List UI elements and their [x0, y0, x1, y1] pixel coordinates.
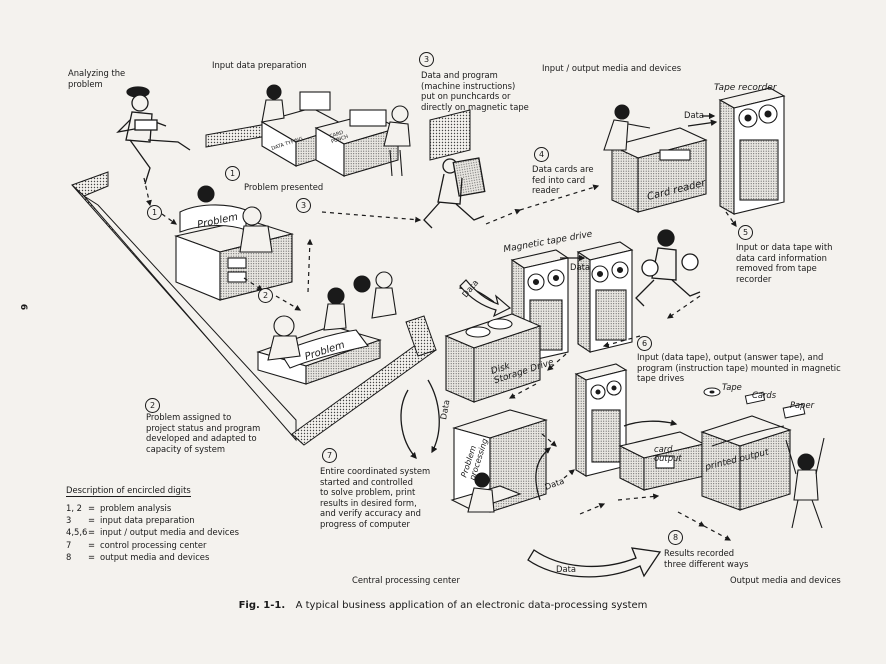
legend-desc: control processing center — [100, 540, 207, 550]
step-number-6: 6 — [637, 336, 652, 351]
legend-key: 7 — [66, 540, 72, 550]
legend-desc: problem analysis — [100, 503, 172, 513]
label-assigned: Problem assigned to project status and p… — [146, 412, 261, 454]
data-label-2: Data — [570, 262, 590, 272]
label-central: Central processing center — [352, 575, 460, 585]
tape-item-label: Tape — [722, 382, 742, 392]
disk-storage-drive: DiskStorage Drive — [444, 313, 555, 403]
card-punch-label: CARDPUNCH — [329, 129, 350, 145]
step-number-1b: 1 — [147, 205, 162, 220]
legend-row: 4,5,6=input / output media and devices — [66, 527, 240, 537]
tape-recorder-label: Tape recorder — [714, 83, 778, 93]
processing-cabinet: Problemprocessing — [450, 409, 548, 513]
legend-title: Description of encircled digits — [66, 485, 191, 497]
label-mounted: Input (data tape), output (answer tape),… — [637, 352, 841, 384]
step-number-1a: 1 — [225, 166, 240, 181]
label-tape-info: Input or data tape with data card inform… — [736, 242, 833, 284]
step-number-2a: 2 — [258, 288, 273, 303]
step-number-5: 5 — [738, 225, 753, 240]
legend-row: 1, 2=problem analysis — [66, 503, 172, 513]
label-cards-fed: Data cards are fed into card reader — [532, 164, 594, 196]
label-output-media: Output media and devices — [730, 575, 841, 585]
partition-walls — [71, 109, 471, 446]
legend-row: 7=control processing center — [66, 540, 207, 550]
label-input-prep: Input data preparation — [212, 60, 307, 70]
legend-key: 4,5,6 — [66, 527, 88, 537]
data-label-5: Data — [543, 476, 565, 492]
data-label-6: Data — [556, 564, 576, 574]
flow-arrows — [143, 177, 737, 541]
analyst-figure — [116, 86, 191, 185]
data-label-4: Data — [438, 399, 451, 420]
printer: printed output — [700, 415, 825, 529]
step-number-7: 7 — [322, 448, 337, 463]
runner-with-tape — [635, 229, 701, 307]
step-number-3a: 3 — [419, 52, 434, 67]
paper-item-label: Paper — [790, 400, 815, 410]
figure-caption-text: A typical business application of an ele… — [295, 600, 648, 611]
meeting-table: Problem — [256, 271, 397, 385]
cards-item-label: Cards — [752, 390, 777, 400]
figure-caption: Fig. 1-1. A typical business application… — [0, 600, 886, 611]
data-flow-big-arrow — [527, 547, 662, 578]
card-output-machine — [618, 431, 706, 491]
figure-number: Fig. 1-1. — [238, 600, 286, 611]
label-coordinated: Entire coordinated system started and co… — [320, 466, 431, 529]
legend-desc: input data preparation — [100, 515, 195, 525]
label-io-media: Input / output media and devices — [542, 63, 682, 73]
card-reader: Card reader — [603, 104, 708, 213]
label-results: Results recorded three different ways — [664, 548, 749, 569]
problem-presented-desk: Problem — [174, 185, 295, 301]
label-problem-presented: Problem presented — [244, 182, 324, 192]
output-tape-drive — [574, 363, 628, 477]
runner-with-cards — [423, 157, 486, 229]
card-punch-machine: CARDPUNCH — [314, 105, 411, 177]
label-data-program: Data and program (machine instructions) … — [421, 70, 529, 112]
step-number-3b: 3 — [296, 198, 311, 213]
step-number-2b: 2 — [145, 398, 160, 413]
legend-row: 8=output media and devices — [66, 552, 210, 562]
label-analyzing: Analyzing the problem — [68, 68, 126, 89]
step-number-4: 4 — [534, 147, 549, 162]
legend-key: 3 — [66, 515, 72, 525]
legend-row: 3=input data preparation — [66, 515, 195, 525]
legend-key: 1, 2 — [66, 503, 82, 513]
data-label-1: Data — [684, 110, 704, 120]
legend-desc: output media and devices — [100, 552, 210, 562]
step-number-8: 8 — [668, 530, 683, 545]
page-number: 6 — [18, 303, 29, 311]
data-side-arrow — [459, 279, 512, 318]
legend-desc: input / output media and devices — [100, 527, 240, 537]
legend-key: 8 — [66, 552, 72, 562]
media-items — [703, 387, 806, 419]
tape-recorder — [718, 87, 786, 215]
